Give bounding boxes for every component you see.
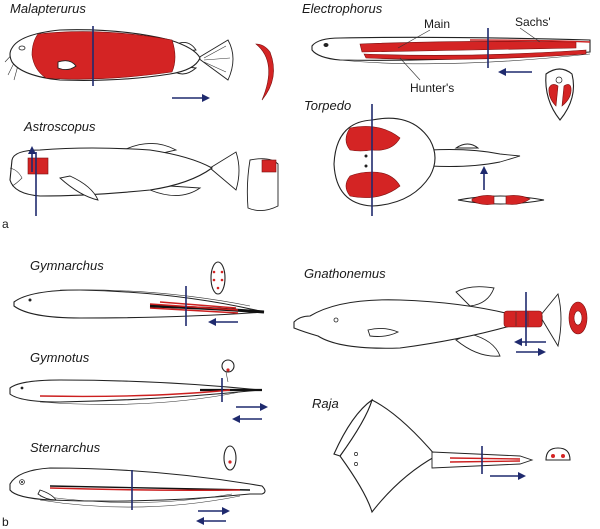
gnathonemus-tail-fin <box>539 293 562 348</box>
sternarchus-cross-section <box>223 445 237 471</box>
torpedo-group: Torpedo <box>304 98 545 216</box>
gnathonemus-anal-fin <box>455 333 501 357</box>
gnathonemus-electric-organ <box>503 310 543 328</box>
electrophorus-group: Electrophorus Main Sachs' Hunter's <box>302 1 591 121</box>
malapterurus-cross-section <box>255 43 274 101</box>
electrophorus-sachs-organ <box>469 39 591 43</box>
malapterurus-electric-organ <box>31 31 176 80</box>
label-gnathonemus: Gnathonemus <box>304 266 386 281</box>
raja-cross-section <box>545 447 571 461</box>
label-sternarchus: Sternarchus <box>30 440 101 455</box>
label-gymnotus: Gymnotus <box>30 350 90 365</box>
label-torpedo: Torpedo <box>304 98 351 113</box>
electrophorus-main-organ <box>359 41 577 53</box>
panel-label-b: b <box>2 515 9 529</box>
raja-disc <box>339 399 437 514</box>
sternarchus-electric-organ <box>49 487 241 491</box>
gymnarchus-cross-section <box>210 261 226 295</box>
label-main-organ: Main <box>424 17 450 31</box>
malapterurus-tail-fin <box>197 39 234 81</box>
torpedo-tail <box>429 149 521 167</box>
sternarchus-group: Sternarchus <box>9 440 266 525</box>
malapterurus-pectoral-fin <box>57 60 77 71</box>
astroscopus-pectoral-fin <box>59 175 99 201</box>
label-astroscopus: Astroscopus <box>23 119 96 134</box>
astroscopus-body <box>9 147 214 197</box>
sternarchus-body <box>9 467 266 502</box>
label-gymnarchus: Gymnarchus <box>30 258 104 273</box>
torpedo-cross-section <box>457 195 545 205</box>
electrophorus-cross-section <box>545 68 575 121</box>
astroscopus-group: Astroscopus <box>9 119 279 216</box>
gymnarchus-group: Gymnarchus <box>13 258 265 326</box>
astroscopus-tail-fin <box>209 151 240 191</box>
label-malapterurus: Malapterurus <box>10 1 86 16</box>
label-hunters-organ: Hunter's <box>410 81 454 95</box>
label-electrophorus: Electrophorus <box>302 1 383 16</box>
gymnarchus-body <box>13 289 265 319</box>
label-raja: Raja <box>312 396 339 411</box>
electrophorus-hunters-organ <box>363 49 587 60</box>
astroscopus-electric-organ <box>27 157 49 175</box>
gymnotus-cross-section <box>221 359 235 373</box>
gymnotus-electric-organ <box>39 389 231 398</box>
malapterurus-eye <box>18 45 26 51</box>
torpedo-organ-right <box>345 171 401 198</box>
gnathonemus-dorsal-fin <box>455 286 495 307</box>
malapterurus-group: Malapterurus <box>4 1 274 102</box>
raja-electric-organ <box>449 457 521 463</box>
raja-group: Raja <box>312 396 571 514</box>
label-sachs-organ: Sachs' <box>515 15 551 29</box>
panel-label-a: a <box>2 217 9 231</box>
gymnotus-group: Gymnotus <box>9 350 268 423</box>
gymnarchus-electric-organ <box>149 301 239 314</box>
gnathonemus-group: Gnathonemus <box>293 266 588 357</box>
